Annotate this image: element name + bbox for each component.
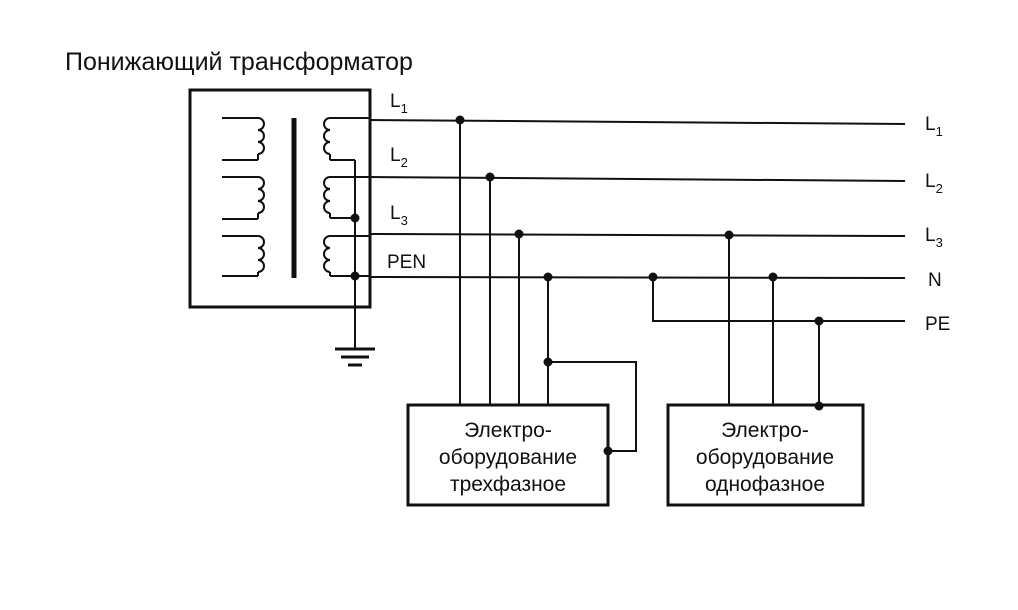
single-phase-box-line3: однофазное bbox=[705, 473, 825, 496]
bus-line-l3 bbox=[369, 233, 906, 237]
label-n: N bbox=[928, 270, 942, 291]
three-phase-box-line1: Электро- bbox=[464, 419, 552, 442]
three-phase-equipment-box: Электро- оборудование трехфазное bbox=[406, 403, 610, 507]
bus-line-pen-n bbox=[369, 276, 906, 279]
three-phase-connections bbox=[455, 115, 637, 456]
label-pe: PE bbox=[925, 314, 950, 335]
diagram-title: Понижающий трансформатор bbox=[65, 48, 413, 76]
label-l3-left: L3 bbox=[390, 203, 408, 228]
label-l2-left: L2 bbox=[390, 145, 408, 170]
single-phase-equipment-box: Электро- оборудование однофазное bbox=[666, 403, 865, 507]
bus-line-pe bbox=[652, 277, 905, 322]
star-junction-dot bbox=[350, 213, 360, 223]
primary-winding-2 bbox=[222, 176, 265, 220]
label-l3-right: L3 bbox=[925, 225, 943, 250]
label-l1-left: L1 bbox=[390, 91, 408, 116]
bus-line-l2 bbox=[369, 176, 906, 182]
ground-icon bbox=[335, 340, 375, 367]
secondary-winding-1 bbox=[323, 117, 370, 161]
single-phase-box-line2: оборудование bbox=[696, 446, 834, 469]
primary-winding-3 bbox=[222, 235, 265, 277]
label-l1-right: L1 bbox=[925, 114, 943, 139]
label-pen: PEN bbox=[387, 252, 426, 273]
step-down-transformer bbox=[188, 88, 372, 340]
neutral-junction-dot bbox=[350, 271, 360, 281]
transformer-frame bbox=[188, 88, 372, 309]
secondary-winding-2 bbox=[323, 176, 370, 219]
three-phase-box-line2: оборудование bbox=[439, 446, 577, 469]
secondary-winding-3 bbox=[323, 235, 370, 277]
three-phase-box-line3: трехфазное bbox=[450, 473, 566, 496]
bus-line-l1 bbox=[369, 119, 906, 125]
label-l2-right: L2 bbox=[925, 171, 943, 196]
single-phase-box-line1: Электро- bbox=[721, 419, 809, 442]
primary-winding-1 bbox=[222, 117, 265, 161]
